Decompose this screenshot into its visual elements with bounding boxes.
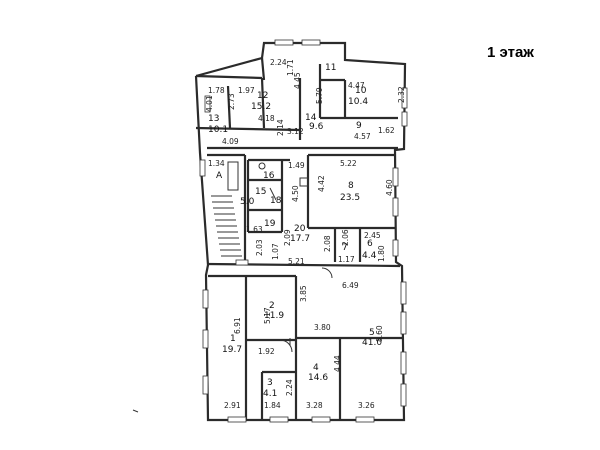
dimension-label: 5.17 <box>263 307 272 324</box>
dimension-label: 1.34 <box>208 159 225 168</box>
dimension-label: 4.50 <box>291 185 300 202</box>
room-number: 3 <box>267 378 273 388</box>
dimension-label: 3.12 <box>287 127 304 136</box>
room-number: 18 <box>270 196 282 206</box>
dimension-label: 2.24 <box>270 58 287 67</box>
room-area: 9.6 <box>309 122 324 132</box>
room-area: 17.7 <box>290 234 310 244</box>
room-area: 11.9 <box>264 311 284 321</box>
room-number: 19 <box>264 219 276 229</box>
dimension-label: 1.84 <box>264 401 281 410</box>
dimension-label: 1.49 <box>288 161 305 170</box>
dimension-label: 1.62 <box>378 126 395 135</box>
dimension-label: 1.07 <box>271 243 280 260</box>
room-number: 8 <box>348 181 354 191</box>
dimension-label: 2.08 <box>323 235 332 252</box>
room-number: 13 <box>208 114 219 124</box>
room-number: 7 <box>342 243 348 253</box>
room-number: 9 <box>356 121 362 131</box>
staircase <box>211 161 242 257</box>
dimension-label: 2.14 <box>276 119 285 136</box>
dimension-label: 4.01 <box>205 95 214 112</box>
room-number: 20 <box>294 224 306 234</box>
floor-title: 1 этаж <box>487 44 534 61</box>
room-area: 19.7 <box>222 345 242 355</box>
dimension-label: 2.24 <box>285 379 294 396</box>
room-number: 1 <box>230 334 236 344</box>
dimension-label: 1.63 <box>246 225 263 234</box>
dimension-label: 2.91 <box>224 401 241 410</box>
dimension-label: 4.57 <box>354 132 371 141</box>
room-area: 41.0 <box>362 338 382 348</box>
dimension-label: 2.09 <box>283 229 292 246</box>
room-area: 14.6 <box>308 373 328 383</box>
dimension-label: 5.22 <box>340 159 357 168</box>
room-number: 4 <box>313 363 319 373</box>
room-area: 4.1 <box>263 389 277 399</box>
dimension-labels: 1.78 1.97 2.24 1.71 4.47 4.01 2.73 4.45 … <box>205 58 406 410</box>
room-area: 10.4 <box>348 97 368 107</box>
dimension-label: 4.42 <box>317 175 326 192</box>
dimension-label: 2.32 <box>397 86 406 103</box>
dimension-label: 4.45 <box>293 72 302 89</box>
room-area: 4.4 <box>362 251 377 261</box>
dimension-label: 3.85 <box>299 285 308 302</box>
dimension-label: 4.47 <box>348 81 365 90</box>
dimension-label: 4.44 <box>333 355 342 372</box>
dimension-label: 4.18 <box>258 114 275 123</box>
room-area: 10.1 <box>208 125 228 135</box>
dimension-label: 1.78 <box>208 86 225 95</box>
dimension-label: 5.79 <box>315 87 324 104</box>
dimension-label: 1.92 <box>258 347 275 356</box>
room-number: 10 <box>355 86 367 96</box>
fixtures <box>132 162 333 413</box>
dimension-label: 3.28 <box>306 401 323 410</box>
room-number: 2 <box>269 301 275 311</box>
room-number: 12 <box>257 91 268 101</box>
dimension-label: 3.80 <box>314 323 331 332</box>
room-number: 14 <box>305 113 317 123</box>
room-number: 16 <box>263 171 275 181</box>
dimension-label: 6.49 <box>342 281 359 290</box>
dimension-label: 2.73 <box>227 93 236 110</box>
dimension-label: 1.71 <box>286 59 295 76</box>
room-number: 11 <box>325 63 336 73</box>
room-number: 6 <box>367 239 373 249</box>
interior-walls <box>195 64 404 420</box>
room-numbers: 1 2 3 4 5 6 7 8 9 10 11 12 13 14 15 16 1… <box>208 63 375 388</box>
room-area: 23.5 <box>340 193 360 203</box>
dimension-label: 5.21 <box>288 257 305 266</box>
dimension-label: 2.03 <box>255 239 264 256</box>
dimension-label: 4.09 <box>222 137 239 146</box>
dimension-label: 4.60 <box>385 179 394 196</box>
dimension-label: 2.45 <box>364 231 381 240</box>
dimension-label: 1.97 <box>238 86 255 95</box>
dimension-label: 1.80 <box>377 245 386 262</box>
dimension-label: 3.26 <box>358 401 375 410</box>
windows <box>199 39 408 423</box>
room-area: 15.2 <box>251 102 271 112</box>
room-number: 15 <box>255 187 266 197</box>
room-area: 5.0 <box>240 197 255 207</box>
dimension-label: 1.17 <box>338 255 355 264</box>
room-areas: 19.7 11.9 4.1 14.6 41.0 4.4 23.5 10.4 15… <box>208 97 382 399</box>
dimension-label: 6.91 <box>233 317 242 334</box>
dimension-label: 2.06 <box>341 229 350 246</box>
dimension-label: 8.60 <box>375 325 384 342</box>
room-number: 5 <box>369 328 375 338</box>
stair-label: А <box>216 171 223 181</box>
